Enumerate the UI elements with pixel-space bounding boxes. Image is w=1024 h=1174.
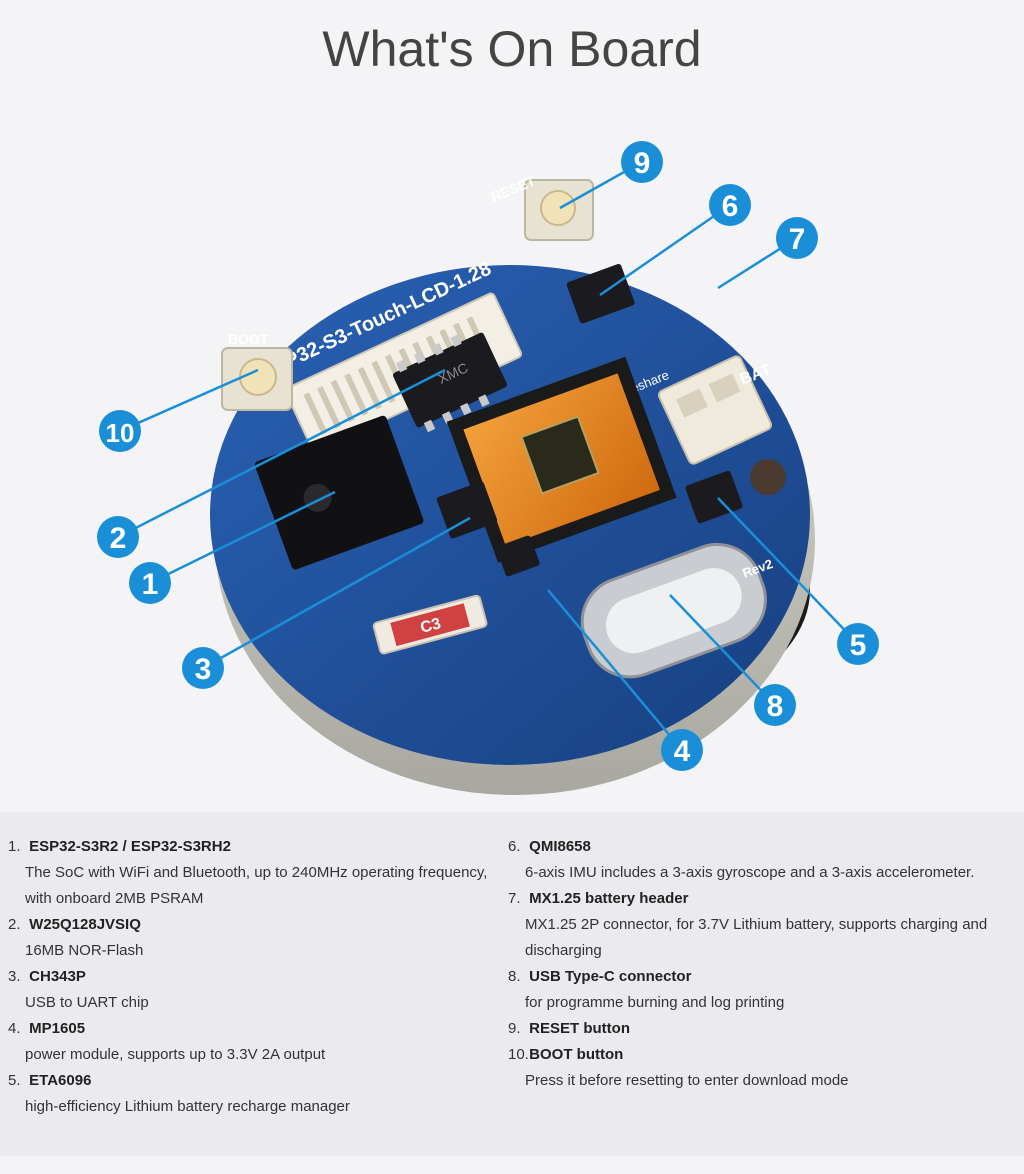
callout-7: 7 [776,217,818,259]
legend-name: CH343P [29,968,86,985]
boot-button-part [221,347,293,411]
leader-5 [717,497,859,645]
legend-name: QMI8658 [529,838,591,855]
legend-num: 5. [8,1072,21,1089]
legend-desc: power module, supports up to 3.3V 2A out… [25,1046,326,1063]
callout-2-label: 2 [110,522,127,555]
callout-8: 8 [754,684,796,726]
callout-5-label: 5 [850,629,867,662]
uart-chip [436,481,498,539]
legend-column-left: 1. ESP32-S3R2 / ESP32-S3RH2 The SoC with… [8,834,488,1120]
legend-desc: USB to UART chip [25,994,149,1011]
callout-1: 1 [129,562,171,604]
leader-lines [117,160,859,751]
legend-num: 3. [8,968,21,985]
reset-button-part [524,179,594,241]
legend-num: 1. [8,838,21,855]
callout-1-label: 1 [142,568,159,601]
callout-4-label: 4 [674,735,691,768]
legend-num: 10. [508,1046,529,1063]
legend-item-1: 1. ESP32-S3R2 / ESP32-S3RH2 The SoC with… [8,834,488,912]
legend-name: ETA6096 [29,1072,92,1089]
boot-silkscreen: BOOT [228,331,269,347]
legend-desc: MX1.25 2P connector, for 3.7V Lithium ba… [525,916,988,933]
leader-3 [202,516,471,670]
legend-item-10: 10. BOOT button Press it before resettin… [508,1042,988,1094]
legend-item-5: 5. ETA6096 high-efficiency Lithium batte… [8,1068,488,1120]
callout-7-label: 7 [789,223,806,256]
legend-name: RESET button [529,1020,630,1037]
legend-name: ESP32-S3R2 / ESP32-S3RH2 [29,838,231,855]
legend-num: 8. [508,968,521,985]
c3-component [372,594,488,655]
legend-item-2: 2. W25Q128JVSIQ 16MB NOR-Flash [8,912,488,964]
legend-num: 4. [8,1020,21,1037]
legend-num: 9. [508,1020,521,1037]
c3-label: C3 [419,615,443,637]
callout-6-label: 6 [722,190,739,223]
legend-desc: for programme burning and log printing [525,994,785,1011]
legend-desc: 16MB NOR-Flash [25,942,144,959]
legend-name: W25Q128JVSIQ [29,916,141,933]
callout-5: 5 [837,623,879,665]
flash-chip-part [392,332,508,433]
callout-4: 4 [661,729,703,771]
page-title: What's On Board [322,21,702,77]
legend-desc: high-efficiency Lithium battery recharge… [25,1098,350,1115]
legend-num: 6. [508,838,521,855]
battery-header-part [657,355,773,465]
legend-desc: with onboard 2MB PSRAM [25,890,204,907]
board-figure: ESP32-S3-Touch-LCD-1.28 RESET BOOT BAT [0,120,1024,800]
soc-chip-part [254,415,424,570]
callout-9-label: 9 [634,147,651,180]
inductor [750,459,786,495]
display-window [446,356,677,563]
leader-6 [599,203,731,297]
power-chip [496,535,540,577]
legend-item-8: 8. USB Type-C connector for programme bu… [508,964,988,1016]
legend-item-9: 9. RESET button [508,1016,988,1042]
leader-2 [117,368,446,539]
footer-strip [0,1156,1024,1174]
callout-10-label: 10 [106,418,135,448]
legend-name: MP1605 [29,1020,86,1037]
legend-num: 2. [8,916,21,933]
legend-name: USB Type-C connector [529,968,692,985]
legend-name: MX1.25 battery header [529,890,689,907]
leader-4 [547,589,683,751]
callout-10: 10 [99,410,141,452]
component-legend: 1. ESP32-S3R2 / ESP32-S3RH2 The SoC with… [0,812,1024,1156]
leader-10 [119,368,259,433]
legend-item-6: 6. QMI8658 6-axis IMU includes a 3-axis … [508,834,988,886]
leader-1 [149,490,336,585]
callout-8-label: 8 [767,690,784,723]
legend-item-3: 3. CH343P USB to UART chip [8,964,488,1016]
legend-desc: 6-axis IMU includes a 3-axis gyroscope a… [525,864,975,881]
legend-desc: The SoC with WiFi and Bluetooth, up to 2… [25,864,488,881]
callout-3-label: 3 [195,653,212,686]
callout-3: 3 [182,647,224,689]
leader-8 [669,594,776,706]
legend-column-right: 6. QMI8658 6-axis IMU includes a 3-axis … [508,834,988,1094]
board-diagram: ESP32-S3-Touch-LCD-1.28 RESET BOOT BAT [97,141,879,795]
legend-desc: Press it before resetting to enter downl… [525,1072,849,1089]
usb-c-part [580,542,767,679]
legend-item-7: 7. MX1.25 battery header MX1.25 2P conne… [508,886,988,964]
callout-9: 9 [621,141,663,183]
legend-item-4: 4. MP1605 power module, supports up to 3… [8,1016,488,1068]
callout-2: 2 [97,516,139,558]
legend-name: BOOT button [529,1046,624,1063]
legend-desc: discharging [525,942,602,959]
callout-6: 6 [709,184,751,226]
legend-num: 7. [508,890,521,907]
